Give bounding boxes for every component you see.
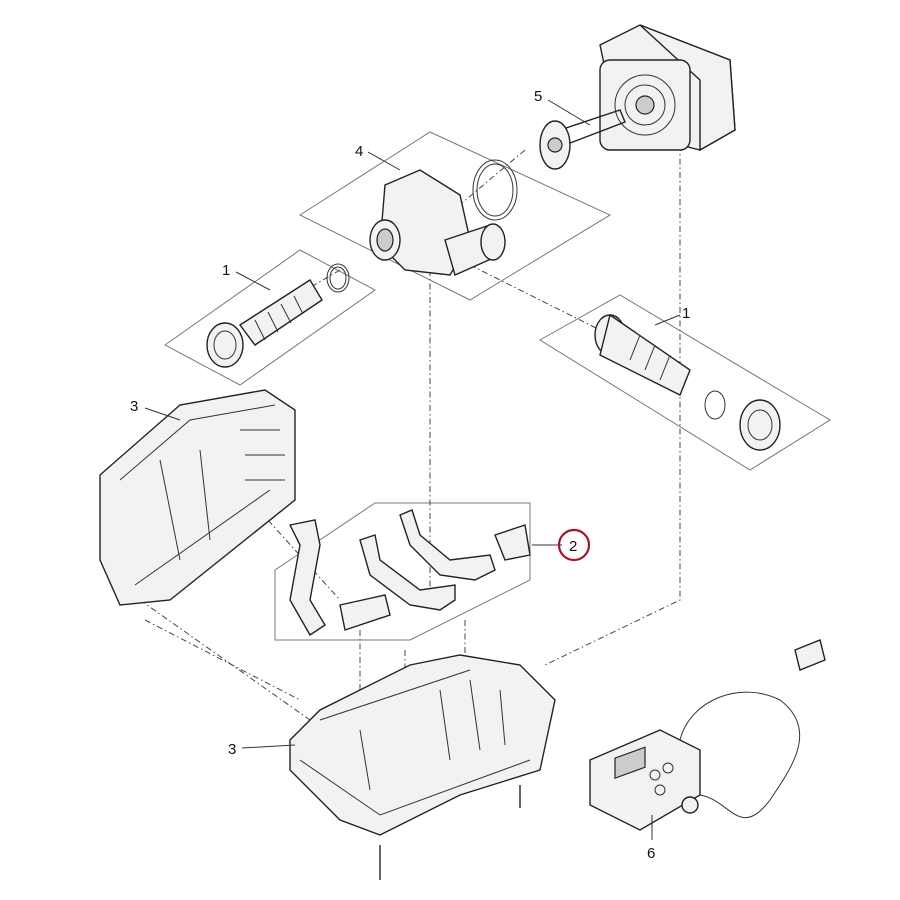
label-housing-bottom: 3 xyxy=(228,741,236,758)
group-box-right-connector xyxy=(539,294,831,471)
motor-unit xyxy=(539,24,736,170)
label-inserts[interactable]: 2 xyxy=(569,538,577,555)
hose-connector-left xyxy=(206,263,350,368)
hose-connector-right xyxy=(594,313,781,451)
leader-lines xyxy=(144,99,681,840)
group-box-pump-housing xyxy=(298,131,612,301)
group-box-inserts xyxy=(274,502,531,641)
label-controller: 6 xyxy=(647,845,655,862)
label-housing-top: 3 xyxy=(130,398,138,415)
controller-unit xyxy=(589,639,826,831)
housing-top-half xyxy=(99,389,296,606)
highlight-circle xyxy=(557,528,591,562)
label-motor-impeller: 5 xyxy=(534,88,542,105)
housing-bottom-half xyxy=(289,654,556,880)
label-hose-connector-right: 1 xyxy=(682,305,690,322)
pump-housing xyxy=(369,159,518,276)
label-hose-connector-left: 1 xyxy=(222,262,230,279)
label-pump-housing: 4 xyxy=(355,143,363,160)
inserts-set xyxy=(288,509,531,636)
